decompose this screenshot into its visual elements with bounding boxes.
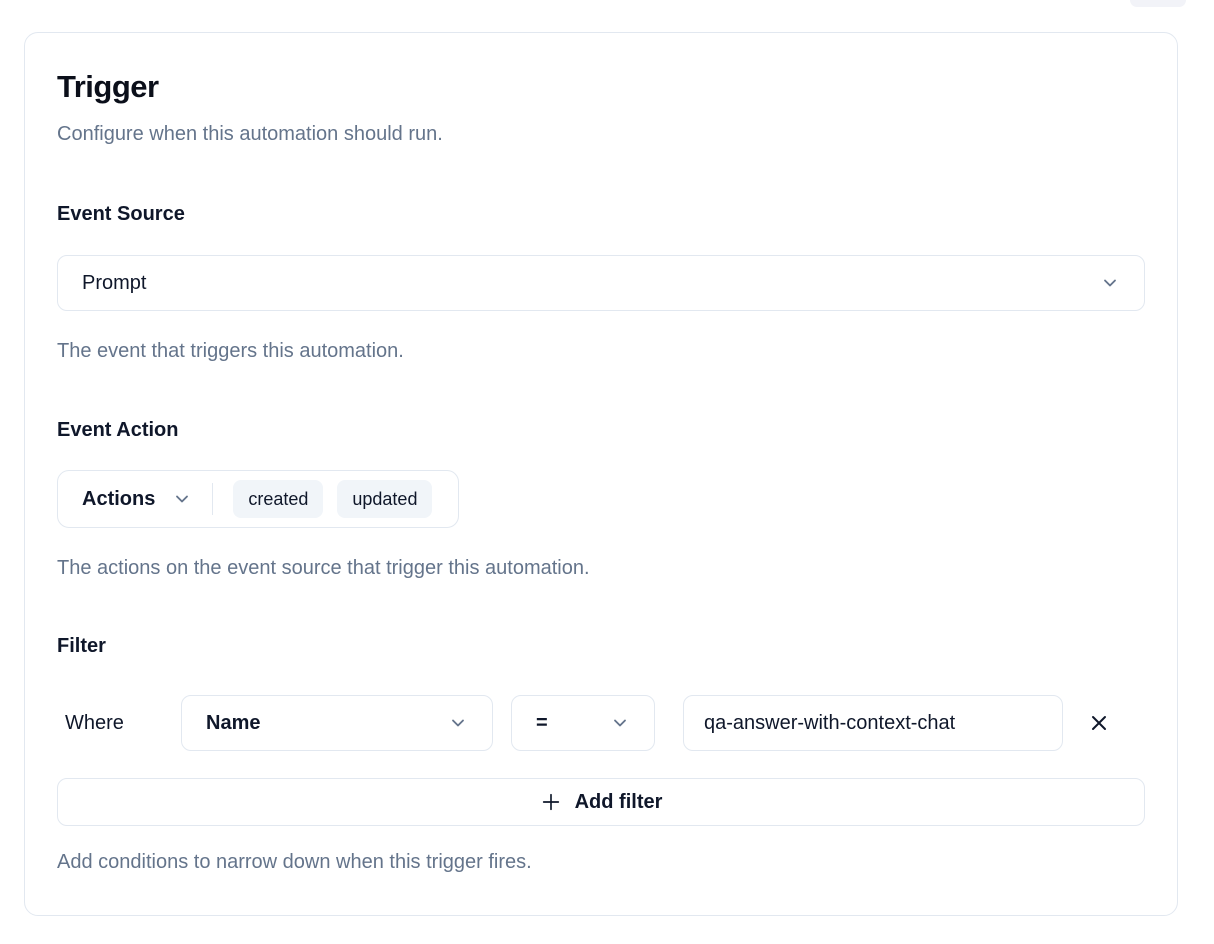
event-action-label: Event Action [57, 419, 179, 441]
chevron-down-icon [176, 495, 189, 503]
event-source-value: Prompt [82, 271, 147, 294]
event-source-label: Event Source [57, 203, 185, 225]
action-chip-updated[interactable]: updated [337, 480, 433, 518]
trigger-card: Trigger Configure when this automation s… [24, 32, 1178, 916]
selected-actions: created updated [233, 480, 433, 518]
filter-operator-value: = [536, 711, 548, 734]
filter-field-value: Name [206, 711, 261, 734]
where-label: Where [65, 711, 124, 734]
close-icon [1092, 716, 1106, 730]
add-filter-button[interactable]: Add filter [57, 778, 1145, 826]
vertical-divider [212, 483, 214, 515]
filter-row: Where Name = [57, 695, 1145, 751]
filter-helper: Add conditions to narrow down when this … [57, 851, 532, 873]
chevron-down-icon [1104, 279, 1116, 287]
chevron-down-icon [614, 719, 626, 727]
event-action-control: Actions created updated [57, 470, 460, 528]
actions-dropdown-label: Actions [82, 487, 156, 510]
actions-dropdown[interactable]: Actions [82, 488, 192, 511]
filter-operator-select[interactable]: = [511, 695, 655, 751]
plus-icon [542, 793, 559, 811]
event-source-select[interactable]: Prompt [57, 255, 1145, 311]
chevron-down-icon [452, 719, 464, 727]
filter-value-input[interactable] [683, 695, 1063, 751]
event-action-helper: The actions on the event source that tri… [57, 557, 590, 579]
filter-label: Filter [57, 635, 106, 657]
page-title: Trigger [57, 69, 159, 104]
event-source-helper: The event that triggers this automation. [57, 340, 404, 362]
add-filter-label: Add filter [574, 790, 663, 813]
clipped-element-top-right [1130, 0, 1186, 7]
page-subtitle: Configure when this automation should ru… [57, 123, 443, 145]
action-chip-created[interactable]: created [233, 480, 324, 518]
remove-filter-button[interactable] [1083, 707, 1115, 739]
filter-field-select[interactable]: Name [181, 695, 493, 751]
